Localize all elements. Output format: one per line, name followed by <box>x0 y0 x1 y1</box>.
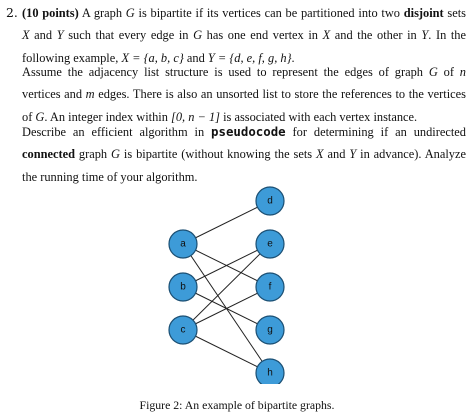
text-run: . In the following example, <box>22 28 467 65</box>
nodes: a b c d e f g h <box>168 186 285 384</box>
vertex-circle-f <box>255 272 285 302</box>
problem-number: 2. <box>6 5 18 20</box>
edge-a-d <box>182 200 271 245</box>
bipartite-graph: a b c d e f g h <box>168 186 285 384</box>
paragraph-adjacency: Assume the adjacency list structure is u… <box>22 61 466 128</box>
text-run: edges. There is also an unsorted list to… <box>22 87 466 124</box>
vertex-e: e <box>255 229 285 259</box>
bold-term-pseudocode: pseudocode <box>211 124 286 139</box>
text-run: and <box>29 28 57 43</box>
text-run: such that every edge in <box>63 28 194 43</box>
math-var: X <box>316 147 324 162</box>
paragraph-task: Describe an efficient algorithm in pseud… <box>22 121 466 188</box>
math-set-x: X = {a, b, c} <box>121 50 184 65</box>
math-var: X <box>322 28 331 43</box>
math-var: G <box>125 6 135 20</box>
vertex-c: c <box>168 315 198 345</box>
text-run: Describe an efficient algorithm in <box>22 125 212 139</box>
vertex-f: f <box>255 272 285 302</box>
text-run: A graph <box>78 6 126 20</box>
vertex-label-f: f <box>269 282 272 293</box>
text-run: has one end vertex in <box>202 28 323 43</box>
vertex-g: g <box>255 315 285 345</box>
vertex-a: a <box>168 229 198 259</box>
text-run: . An integer index within <box>44 109 172 124</box>
vertex-b: b <box>168 272 198 302</box>
text-run: and <box>183 50 208 65</box>
vertex-circle-h <box>255 358 285 384</box>
edge-b-e <box>182 243 271 288</box>
figure-caption: Figure 2: An example of bipartite graphs… <box>139 398 335 412</box>
points-label: (10 points) <box>22 6 79 20</box>
math-var: G <box>111 147 120 162</box>
vertex-label-d: d <box>267 196 273 207</box>
edge-c-h <box>182 329 271 374</box>
vertex-h: h <box>255 358 285 384</box>
vertex-circle-d <box>255 186 285 216</box>
math-var: m <box>85 87 95 102</box>
text-run: Assume the adjacency list structure is u… <box>22 65 429 79</box>
text-run: vertices and <box>22 87 86 102</box>
vertex-label-e: e <box>267 239 273 250</box>
math-set-y: Y = {d, e, f, g, h} <box>207 50 292 65</box>
math-var: Y <box>349 147 357 162</box>
math-var: Y <box>56 28 64 43</box>
vertex-label-a: a <box>180 239 186 250</box>
text-run: is associated with each vertex instance. <box>220 109 418 124</box>
vertex-label-g: g <box>267 325 273 336</box>
math-var: n <box>459 65 466 79</box>
bold-term-connected: connected <box>22 147 75 162</box>
text-run: and <box>323 147 350 162</box>
bipartite-graph-figure: a b c d e f g h <box>150 184 300 384</box>
vertex-label-b: b <box>180 282 186 293</box>
text-run: of <box>437 65 460 79</box>
math-var: G <box>35 109 45 124</box>
bold-term-disjoint: disjoint <box>403 6 444 20</box>
vertex-d: d <box>255 186 285 216</box>
text-run: sets <box>443 6 467 20</box>
vertex-circle-c <box>168 315 198 345</box>
text-run: in advance). Analyze the running time of… <box>22 147 466 184</box>
text-run: and the other in <box>330 28 422 43</box>
vertex-label-h: h <box>267 368 273 379</box>
math-var: X <box>22 28 30 43</box>
edges <box>182 200 271 374</box>
math-var: G <box>193 28 203 43</box>
paragraph-definition: (10 points) A graph G is bipartite if it… <box>22 2 466 69</box>
text-run: is bipartite (without knowing the sets <box>120 147 317 162</box>
text-run: for determining if an undirected <box>285 125 466 139</box>
vertex-circle-b <box>168 272 198 302</box>
text-run: graph <box>75 147 112 162</box>
text-run: . <box>291 50 295 65</box>
edge-c-e <box>182 243 271 331</box>
vertex-label-c: c <box>181 325 186 336</box>
vertex-circle-g <box>255 315 285 345</box>
math-var: Y <box>421 28 429 43</box>
vertex-circle-e <box>255 229 285 259</box>
edge-c-f <box>182 286 271 331</box>
text-run: is bipartite if its vertices can be part… <box>134 6 404 20</box>
vertex-circle-a <box>168 229 198 259</box>
math-range: [0, n − 1] <box>171 109 220 124</box>
math-var: G <box>428 65 438 79</box>
